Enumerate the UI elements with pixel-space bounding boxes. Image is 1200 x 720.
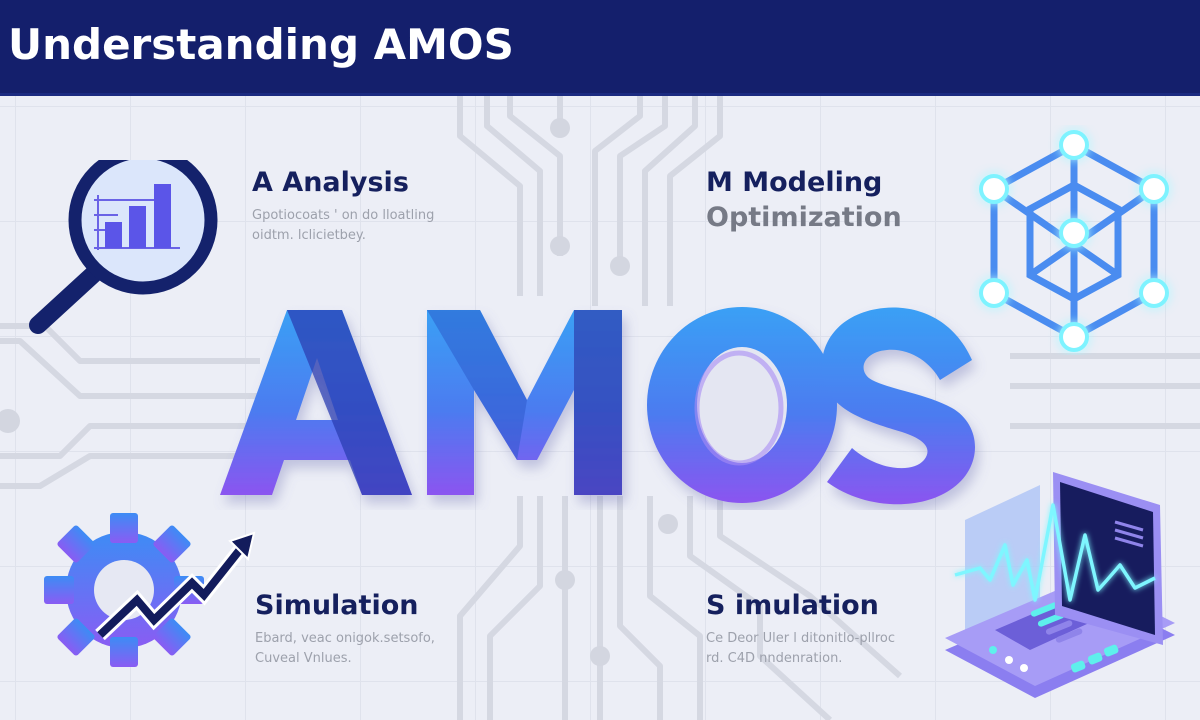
description-line: Ebard, veac onigok.setsofo, — [255, 631, 435, 646]
monitor-waveform-icon — [945, 472, 1175, 698]
description-line: oidtm. lclicietbey. — [252, 228, 366, 243]
header-bar: Understanding AMOS — [0, 0, 1200, 96]
circuit-traces-decoration — [0, 96, 1200, 720]
section-description: Ebard, veac onigok.setsofo, Cuveal Vnlue… — [255, 629, 435, 669]
hero-amos-wordmark — [220, 307, 975, 505]
description-line: Ce Deor Uler l ditonitlo-pllroc — [706, 631, 895, 646]
gear-trend-arrow-icon — [44, 513, 256, 667]
description-line: rd. C4D nndenration. — [706, 651, 843, 666]
section-simulation-right: S imulation Ce Deor Uler l ditonitlo-pll… — [706, 590, 895, 669]
section-title: Simulation — [255, 590, 419, 621]
section-simulation-left: Simulation Ebard, veac onigok.setsofo, C… — [255, 590, 435, 669]
section-title: A Analysis — [252, 167, 409, 198]
section-description: Ce Deor Uler l ditonitlo-pllroc rd. C4D … — [706, 629, 895, 669]
section-title: M Modeling — [706, 167, 883, 198]
section-subtitle: Optimization — [706, 202, 902, 233]
section-analysis: A Analysis Gpotiocoats ' on do lloatling… — [252, 167, 434, 246]
description-line: Cuveal Vnlues. — [255, 651, 352, 666]
magnifier-bar-chart-icon — [29, 160, 218, 334]
section-modeling: M Modeling Optimization — [706, 167, 902, 233]
network-hexagon-icon — [979, 130, 1169, 352]
page-title: Understanding AMOS — [8, 20, 514, 69]
description-line: Gpotiocoats ' on do lloatling — [252, 208, 435, 223]
section-description: Gpotiocoats ' on do lloatling oidtm. lcl… — [252, 206, 434, 246]
section-title: S imulation — [706, 590, 879, 621]
